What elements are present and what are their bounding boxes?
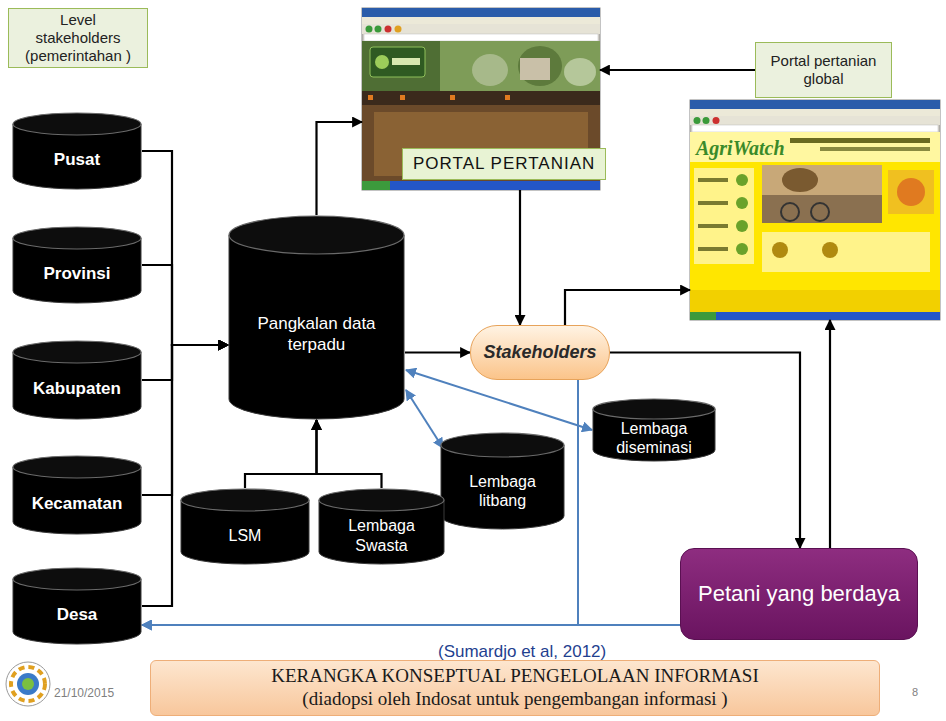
text-holder: Kabupaten xyxy=(12,364,142,420)
subtitle-text: (diadopsi oleh Indosat untuk pengembanga… xyxy=(302,688,727,711)
text-holder: Level stakeholders (pemerintahan ) xyxy=(9,9,147,67)
connector-arrow xyxy=(142,345,228,380)
database-cylinder: Lembaga litbang xyxy=(440,432,565,530)
text-holder: Desa xyxy=(12,591,142,645)
global-portal-box: Portal pertanian global xyxy=(755,42,892,98)
text-holder: Portal pertanian global xyxy=(756,43,891,97)
cylinder-shape xyxy=(180,488,310,565)
text-holder: KERANGKA KONSEPTUAL PENGELOLAAN INFORMAS… xyxy=(151,661,879,715)
database-cylinder: Lembaga diseminasi xyxy=(592,398,716,462)
connector-arrow xyxy=(142,265,228,345)
database-cylinder: Provinsi xyxy=(12,226,142,304)
stakeholders-pill: Stakeholders xyxy=(470,325,610,380)
node-label: LSM xyxy=(229,526,262,545)
date-label: 21/10/2015 xyxy=(54,686,114,700)
node-label: Kabupaten xyxy=(33,379,121,399)
connector-arrow xyxy=(142,345,228,606)
node-label: Pangkalan data terpadu xyxy=(236,314,397,355)
node-label: Portal pertanian global xyxy=(764,52,883,88)
portal-node: PORTAL PERTANIAN xyxy=(362,8,600,190)
agriwatch-node: AgriWatch xyxy=(690,100,940,320)
text-holder: Lembaga diseminasi xyxy=(592,420,716,462)
database-cylinder: Pangkalan data terpadu xyxy=(228,215,405,420)
logo-emblem xyxy=(6,662,50,706)
connector-arrow xyxy=(142,624,680,626)
agriwatch-screenshot xyxy=(690,100,940,320)
text-holder: Provinsi xyxy=(12,250,142,304)
node-label: Lembaga diseminasi xyxy=(600,419,708,457)
node-label: Level stakeholders (pemerintahan ) xyxy=(17,11,139,65)
node-label: Desa xyxy=(57,605,98,625)
connector-arrow xyxy=(405,351,470,353)
database-cylinder: Kecamatan xyxy=(12,455,142,535)
text-holder: Pangkalan data terpadu xyxy=(228,255,405,420)
title-text: KERANGKA KONSEPTUAL PENGELOLAAN INFORMAS… xyxy=(271,665,759,688)
node-label: AgriWatch xyxy=(696,136,785,160)
connector-arrow xyxy=(519,190,521,325)
connector-arrow xyxy=(317,420,382,488)
node-label: Provinsi xyxy=(43,264,110,284)
connector-arrow xyxy=(406,390,443,448)
connector-arrow xyxy=(245,420,317,488)
page-number: 8 xyxy=(912,686,918,698)
node-label: Kecamatan xyxy=(32,494,123,514)
text-holder: LSM xyxy=(180,512,310,565)
stakeholder-level-box: Level stakeholders (pemerintahan ) xyxy=(8,8,148,68)
connector-arrow xyxy=(317,122,363,215)
database-cylinder: Pusat xyxy=(12,112,142,190)
connector-arrow xyxy=(829,320,831,548)
text-holder: AgriWatch xyxy=(690,100,940,320)
database-cylinder: Kabupaten xyxy=(12,340,142,420)
title-band: KERANGKA KONSEPTUAL PENGELOLAAN INFORMAS… xyxy=(150,660,880,716)
connector-arrow xyxy=(142,151,228,345)
database-cylinder: Lembaga Swasta xyxy=(318,488,445,565)
node-label: Stakeholders xyxy=(483,342,596,364)
citation: (Sumardjo et al, 2012) xyxy=(438,642,606,662)
database-cylinder: LSM xyxy=(180,488,310,565)
connector-arrow xyxy=(565,290,690,325)
text-holder: Kecamatan xyxy=(12,479,142,535)
node-label: Lembaga Swasta xyxy=(326,516,437,554)
connector-arrow xyxy=(142,345,228,495)
text-holder: Pusat xyxy=(12,136,142,190)
node-label: Pusat xyxy=(54,150,100,170)
node-label: PORTAL PERTANIAN xyxy=(402,148,606,180)
text-holder: Lembaga Swasta xyxy=(318,512,445,565)
text-holder: PORTAL PERTANIAN xyxy=(362,8,600,190)
text-holder: Stakeholders xyxy=(471,326,609,379)
text-holder: Petani yang berdaya xyxy=(681,549,917,639)
node-label: Lembaga litbang xyxy=(448,472,557,510)
database-cylinder: Desa xyxy=(12,567,142,645)
farmer-box: Petani yang berdaya xyxy=(680,548,918,640)
connector-arrow xyxy=(600,69,755,71)
node-label: Petani yang berdaya xyxy=(698,581,900,607)
text-holder: Lembaga litbang xyxy=(440,458,565,530)
